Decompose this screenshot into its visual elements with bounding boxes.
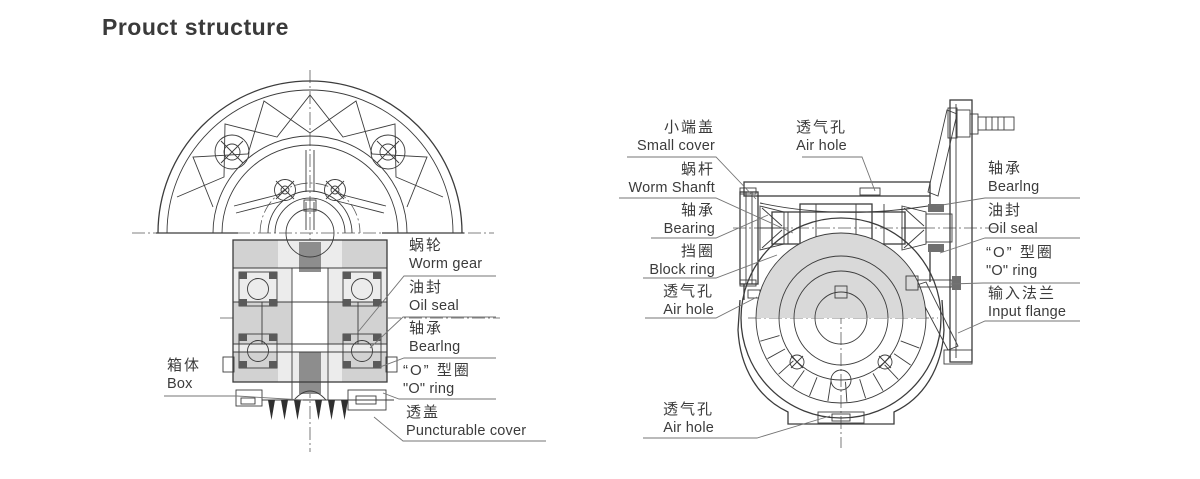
label-o-ring-right: “O” 型圈 "O" ring: [986, 244, 1054, 279]
label-oil-seal-right: 油封 Oil seal: [988, 202, 1038, 237]
label-air-hole-top: 透气孔 Air hole: [796, 119, 848, 154]
input-flange-part: [913, 99, 1015, 365]
label-oil-seal: 油封 Oil seal: [409, 279, 459, 314]
label-input-flange: 输入法兰 Input flange: [988, 285, 1067, 320]
label-o-ring: “O” 型圈 "O" ring: [403, 362, 471, 397]
gearbox-side-section-drawing: [733, 99, 1015, 448]
label-bearing-right: 轴承 Bearlng: [988, 160, 1040, 195]
worm-wheel: [740, 217, 942, 419]
label-bearing-left: 轴承 Bearing: [663, 202, 715, 237]
label-bearing: 轴承 Bearlng: [409, 320, 461, 355]
label-box: 箱体 Box: [167, 357, 202, 392]
label-small-cover: 小端盖 Small cover: [637, 119, 715, 154]
label-air-hole-left: 透气孔 Air hole: [662, 283, 714, 318]
label-block-ring: 挡圈 Block ring: [649, 243, 715, 278]
wheel-teeth: [760, 335, 920, 402]
label-puncturable-cover: 透盖 Puncturable cover: [406, 404, 527, 439]
flange-bolt: [947, 107, 1015, 139]
gearbox-front-section-drawing: [132, 70, 500, 452]
label-air-hole-bottom: 透气孔 Air hole: [662, 401, 714, 436]
label-worm-gear: 蜗轮 Worm gear: [409, 237, 483, 272]
page-title: Prouct structure: [102, 14, 289, 40]
label-worm-shaft: 蜗杆 Worm Shanft: [628, 161, 715, 196]
cooling-fins: [235, 389, 394, 420]
housing-face: [156, 80, 464, 234]
